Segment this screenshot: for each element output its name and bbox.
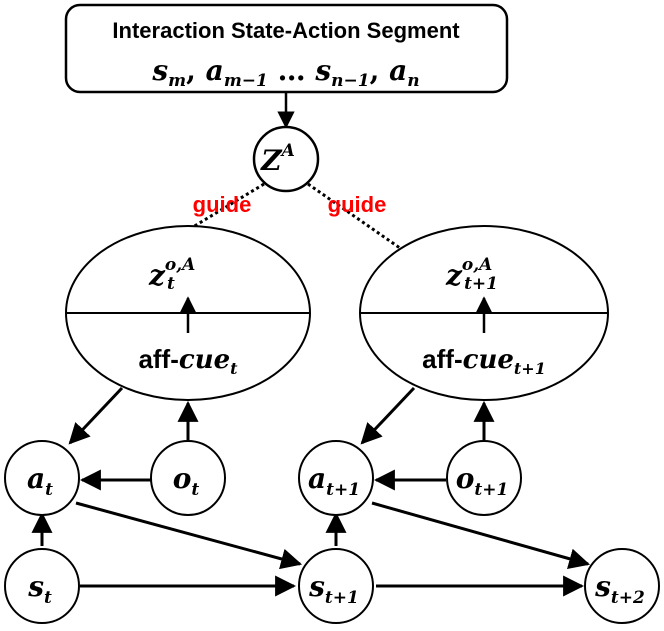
edge-a-t-to-s-t1 (75, 501, 303, 570)
node-o-t1: ot+1 (446, 440, 522, 516)
node-a-t: at (4, 440, 80, 516)
z-latent-label: ZA (260, 141, 295, 177)
edge-ellipse-right-to-a-t1 (360, 386, 416, 445)
guide-arrow-right (307, 182, 422, 264)
svg-text:ot+1: ot+1 (456, 462, 509, 500)
guide-label-left: guide (193, 192, 252, 217)
svg-text:ot: ot (173, 462, 200, 500)
svg-text:st: st (27, 570, 52, 608)
svg-text:st+2: st+2 (594, 570, 645, 608)
guide-label-right: guide (328, 192, 387, 217)
node-s-t: st (4, 548, 80, 624)
z-latent-node: ZA (252, 125, 320, 193)
node-a-t1: at+1 (298, 440, 374, 516)
segment-box: Interaction State-Action Segment sm, am−… (64, 3, 509, 94)
svg-text:at+1: at+1 (308, 462, 360, 500)
segment-sequence: sm, am−1 … sn−1, an (151, 54, 419, 93)
guide-arrow-left (133, 182, 265, 264)
node-o-t: ot (150, 440, 226, 516)
svg-text:st+1: st+1 (308, 570, 359, 608)
edge-a-t1-to-s-t2 (371, 501, 591, 569)
edge-ellipse-left-to-a-t (68, 386, 124, 445)
aff-cue-t-label: aff-cuet (138, 344, 238, 378)
node-s-t2: st+2 (584, 548, 660, 624)
segment-title: Interaction State-Action Segment (112, 18, 460, 43)
svg-text:at: at (27, 462, 53, 500)
aff-cue-t1-label: aff-cuet+1 (422, 344, 546, 378)
node-s-t1: st+1 (298, 548, 374, 624)
